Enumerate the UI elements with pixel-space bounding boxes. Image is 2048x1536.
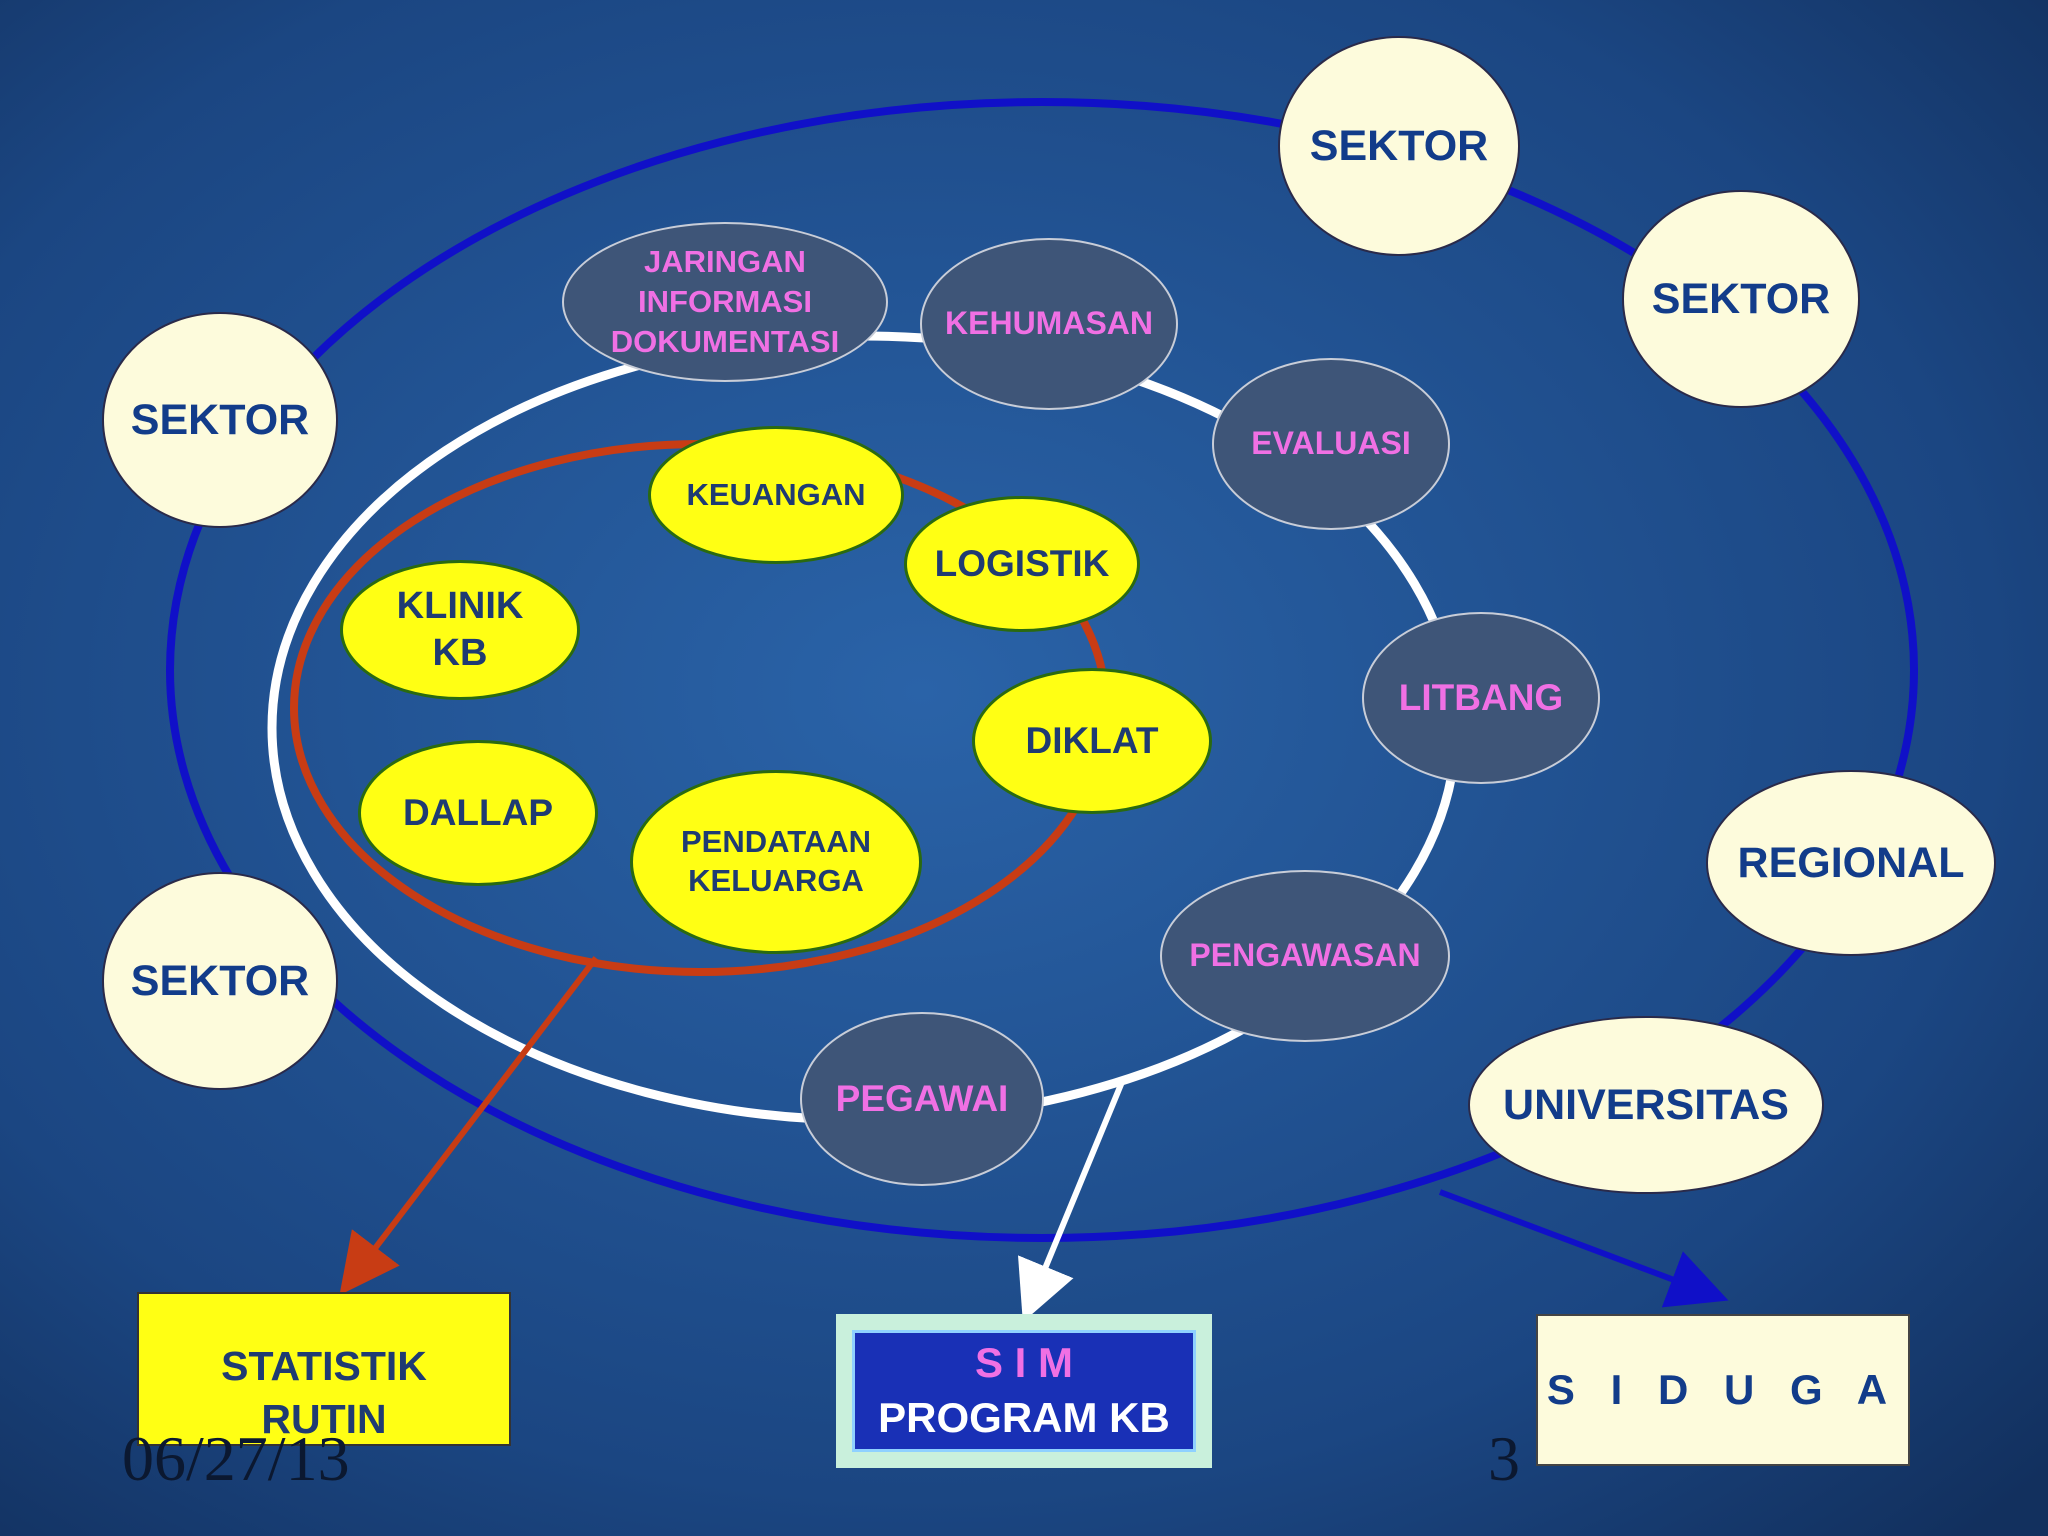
node-klinik-kb: KLINIK KB [340,560,580,700]
outer-ring [166,98,1918,1242]
node-sektor-left-lower: SEKTOR [102,872,338,1090]
sim-line-2: PROGRAM KB [878,1394,1170,1441]
output-siduga: S I D U G A [1536,1314,1910,1466]
node-pendataan-keluarga: PENDATAAN KELUARGA [630,770,922,954]
node-pegawai: PEGAWAI [800,1012,1044,1186]
node-sektor-left-upper: SEKTOR [102,312,338,528]
slide-number: 3 [1488,1423,1520,1494]
node-diklat: DIKLAT [972,668,1212,814]
node-keuangan: KEUANGAN [648,426,904,564]
sim-line-1: S I M [974,1339,1073,1387]
node-logistik: LOGISTIK [904,496,1140,632]
node-dallap: DALLAP [358,740,598,886]
slide-date: 06/27/13 [122,1423,350,1494]
node-kehumasan: KEHUMASAN [920,238,1178,410]
node-universitas: UNIVERSITAS [1468,1016,1824,1194]
arrow-to-statistik [339,956,599,1296]
arrow-to-sim [1018,1080,1125,1323]
output-statistik-rutin: STATISTIK RUTIN [137,1292,511,1446]
node-litbang: LITBANG [1362,612,1600,784]
arrow-to-siduga [1438,1189,1729,1308]
node-evaluasi: EVALUASI [1212,358,1450,530]
node-regional: REGIONAL [1706,770,1996,956]
node-sektor-right: SEKTOR [1622,190,1860,408]
node-sektor-top: SEKTOR [1278,36,1520,256]
node-pengawasan: PENGAWASAN [1160,870,1450,1042]
output-sim-program-kb: S I M PROGRAM KB [852,1330,1196,1452]
node-jaringan-informasi-dokumentasi: JARINGAN INFORMASI DOKUMENTASI [562,222,888,382]
